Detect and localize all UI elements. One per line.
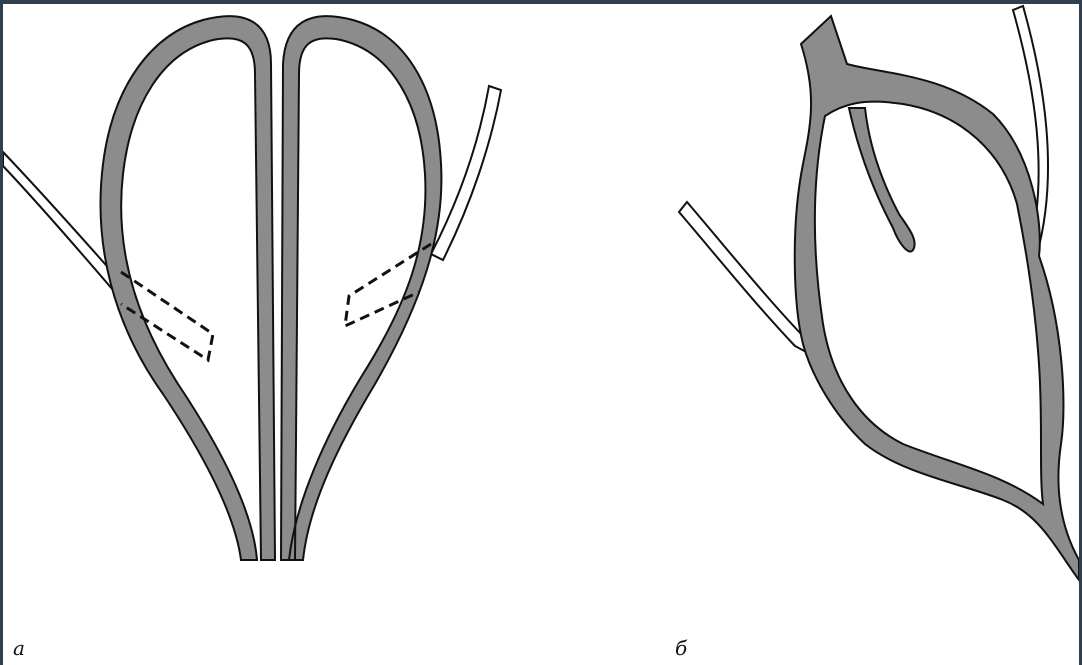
diagram-b bbox=[679, 6, 1079, 580]
loop-left bbox=[101, 16, 276, 560]
branch-b bbox=[849, 108, 915, 252]
diagram-a bbox=[3, 16, 501, 560]
panel-label-b: б bbox=[675, 636, 687, 660]
panel-label-a: а bbox=[13, 636, 25, 660]
diagram-canvas bbox=[3, 4, 1079, 665]
figure-panel: а б bbox=[3, 4, 1079, 665]
